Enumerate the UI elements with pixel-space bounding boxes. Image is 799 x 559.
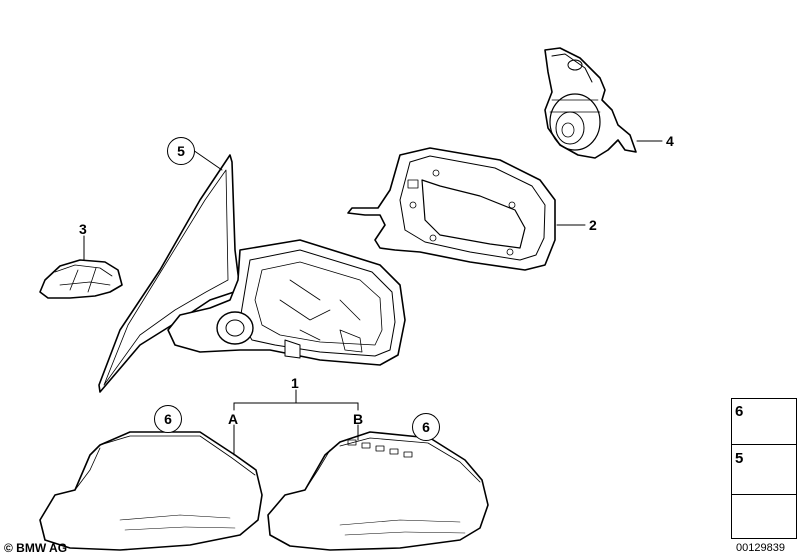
callout-3-label: 3: [79, 221, 87, 237]
callout-6a-label: 6: [164, 411, 172, 427]
cover-cap-b-part: [267, 431, 489, 551]
variant-a-label: A: [228, 411, 239, 427]
mirror-glass-part: [98, 154, 241, 393]
mirror-base-part: [167, 239, 406, 366]
variant-b-label: B: [353, 411, 364, 427]
callout-5-label: 5: [177, 143, 185, 159]
legend-item-6-box: [731, 398, 797, 445]
legend-item-5-label: 5: [735, 450, 744, 467]
adjusting-drive-part: [544, 47, 637, 159]
callout-6b-label: 6: [422, 419, 430, 435]
part-number-text: 00129839: [736, 542, 785, 554]
clip-part: [39, 259, 123, 299]
variant-bracket: [233, 389, 359, 456]
copyright-text: © BMW AG: [4, 541, 68, 555]
callout-4-label: 4: [666, 133, 674, 149]
callout-6b-circle: 6: [412, 413, 440, 441]
callout-1-label: 1: [291, 375, 299, 391]
callout-5-circle: 5: [167, 137, 195, 165]
mirror-frame-part: [347, 147, 556, 271]
cover-cap-a-part: [39, 431, 263, 551]
legend-arrow-box: [731, 494, 797, 539]
legend-item-6-label: 6: [735, 403, 744, 420]
callout-6a-circle: 6: [154, 405, 182, 433]
callout-2-label: 2: [589, 217, 597, 233]
legend-item-5-box: [731, 444, 797, 495]
